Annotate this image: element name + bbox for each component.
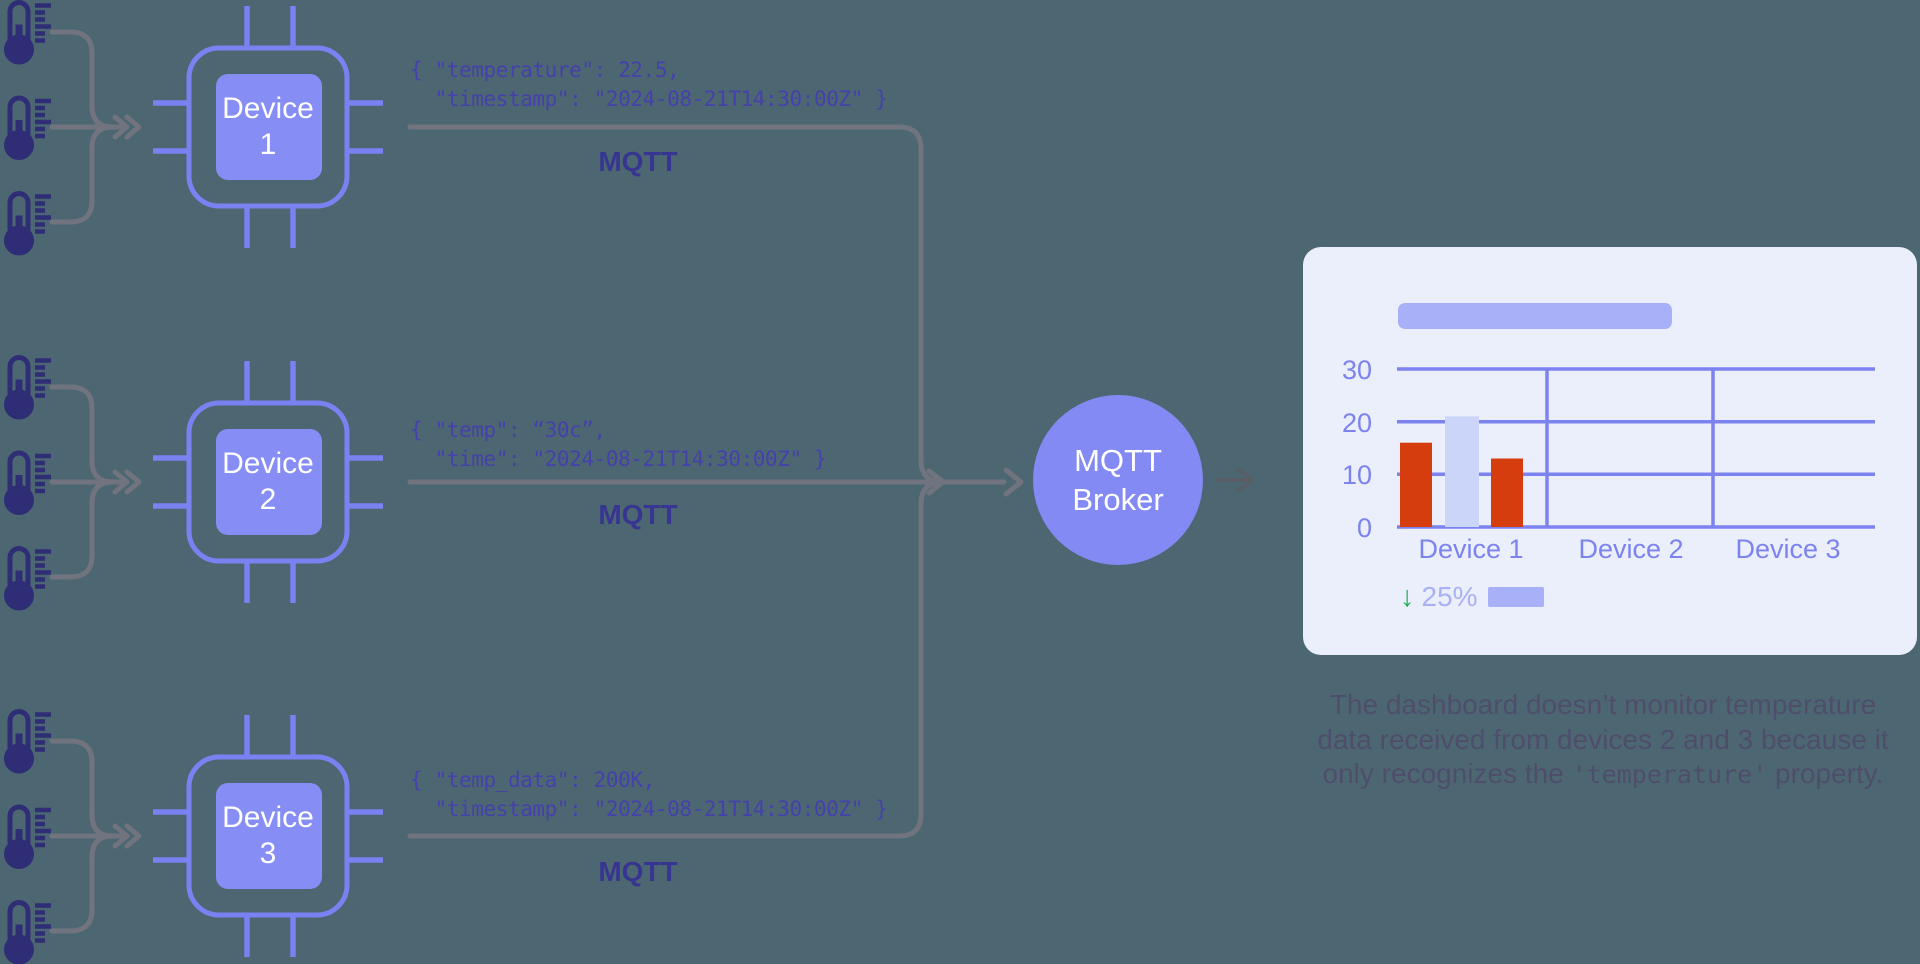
- chip-core: [216, 783, 322, 889]
- sensor-group-3: [6, 712, 142, 964]
- chip-pins: [153, 715, 383, 957]
- thermometer-icon: [6, 453, 52, 514]
- device-1-chip: [153, 6, 383, 248]
- x-label-device-2: Device 2: [1578, 534, 1684, 564]
- thermometer-icon: [6, 807, 52, 868]
- device-3-protocol-label: MQTT: [598, 856, 678, 887]
- trend-indicator: ↓ 25%: [1400, 581, 1544, 613]
- chip-core: [216, 74, 322, 180]
- dashboard-card: [1303, 247, 1917, 655]
- sensor-merge-lines: [49, 384, 142, 580]
- thermometer-icon: [6, 358, 52, 419]
- device-3-chip: [153, 715, 383, 957]
- mqtt-broker-label: MQTT Broker: [1072, 443, 1164, 517]
- merge-arrow-icon: [112, 823, 130, 849]
- chip-outline: [186, 754, 350, 918]
- y-tick-20: 20: [1341, 408, 1372, 438]
- caption-line-3-suffix: property.: [1767, 758, 1884, 789]
- thermometer-icon: [6, 194, 52, 255]
- broker-input-arrow-icon: [1003, 467, 1024, 497]
- device-2-chip: [153, 361, 383, 603]
- bar-device1-expected: [1445, 416, 1479, 527]
- x-label-device-3: Device 3: [1735, 534, 1841, 564]
- device-2-payload: { "temp": “30c”, "time": "2024-08-21T14:…: [410, 418, 827, 471]
- merge-arrow-icon: [124, 823, 142, 849]
- sensor-merge-lines: [49, 738, 142, 934]
- device-3-chip-label: Device 3: [222, 801, 314, 870]
- caption-line-3-prefix: only recognizes the: [1322, 758, 1572, 789]
- device-2-protocol-label: MQTT: [598, 499, 678, 530]
- y-tick-30: 30: [1341, 355, 1372, 385]
- device-1-protocol-label: MQTT: [598, 146, 678, 177]
- caption-line-2: data received from devices 2 and 3 becau…: [1317, 723, 1889, 755]
- sensor-group-1: [6, 3, 142, 255]
- trend-down-arrow-icon: ↓: [1400, 581, 1415, 613]
- merge-arrow-icon: [112, 469, 130, 495]
- chip-pins: [153, 6, 383, 248]
- device-3-mqtt-line: [407, 479, 946, 839]
- bar-device1-reading-a: [1400, 442, 1432, 527]
- y-tick-0: 0: [1356, 513, 1372, 543]
- merge-arrow-icon: [124, 469, 142, 495]
- mqtt-flow-lines: [407, 124, 1024, 839]
- chip-outline: [186, 400, 350, 564]
- caption-temperature-code: 'temperature': [1571, 760, 1768, 789]
- chart-title-placeholder: [1398, 303, 1672, 329]
- y-tick-10: 10: [1341, 460, 1372, 490]
- trend-value: 25%: [1421, 581, 1478, 612]
- chip-pins: [153, 361, 383, 603]
- dashboard-caption: The dashboard doesn’t monitor temperatur…: [1303, 688, 1903, 793]
- trend-label-placeholder: [1487, 587, 1544, 607]
- chart-bars: [1400, 416, 1523, 527]
- merge-arrow-icon: [124, 114, 142, 140]
- thermometer-icon: [6, 98, 52, 159]
- broker-to-dashboard-arrow-icon: [1216, 467, 1254, 493]
- merge-arrow-icon: [112, 114, 130, 140]
- thermometer-icon: [6, 3, 52, 64]
- bar-device1-reading-b: [1491, 458, 1523, 527]
- device-2-chip-label: Device 2: [222, 447, 314, 516]
- sensor-merge-lines: [49, 29, 142, 225]
- merge-chevron-icon: [926, 468, 946, 496]
- thermometer-icon: [6, 712, 52, 773]
- device-3-payload: { "temp_data": 200K, "timestamp": "2024-…: [410, 768, 888, 821]
- caption-line-1: The dashboard doesn’t monitor temperatur…: [1329, 689, 1877, 720]
- caption-line-3: only recognizes the 'temperature' proper…: [1303, 757, 1903, 793]
- x-label-device-1: Device 1: [1418, 534, 1524, 564]
- thermometer-icon: [6, 903, 52, 964]
- device-1-mqtt-line: [407, 124, 946, 485]
- device-1-chip-label: Device 1: [222, 92, 314, 161]
- chip-outline: [186, 45, 350, 209]
- thermometer-icon: [6, 549, 52, 610]
- chip-core: [216, 429, 322, 535]
- mqtt-broker-node: [1033, 395, 1203, 565]
- device-1-payload: { "temperature": 22.5, "timestamp": "202…: [410, 58, 888, 111]
- sensor-group-2: [6, 358, 142, 610]
